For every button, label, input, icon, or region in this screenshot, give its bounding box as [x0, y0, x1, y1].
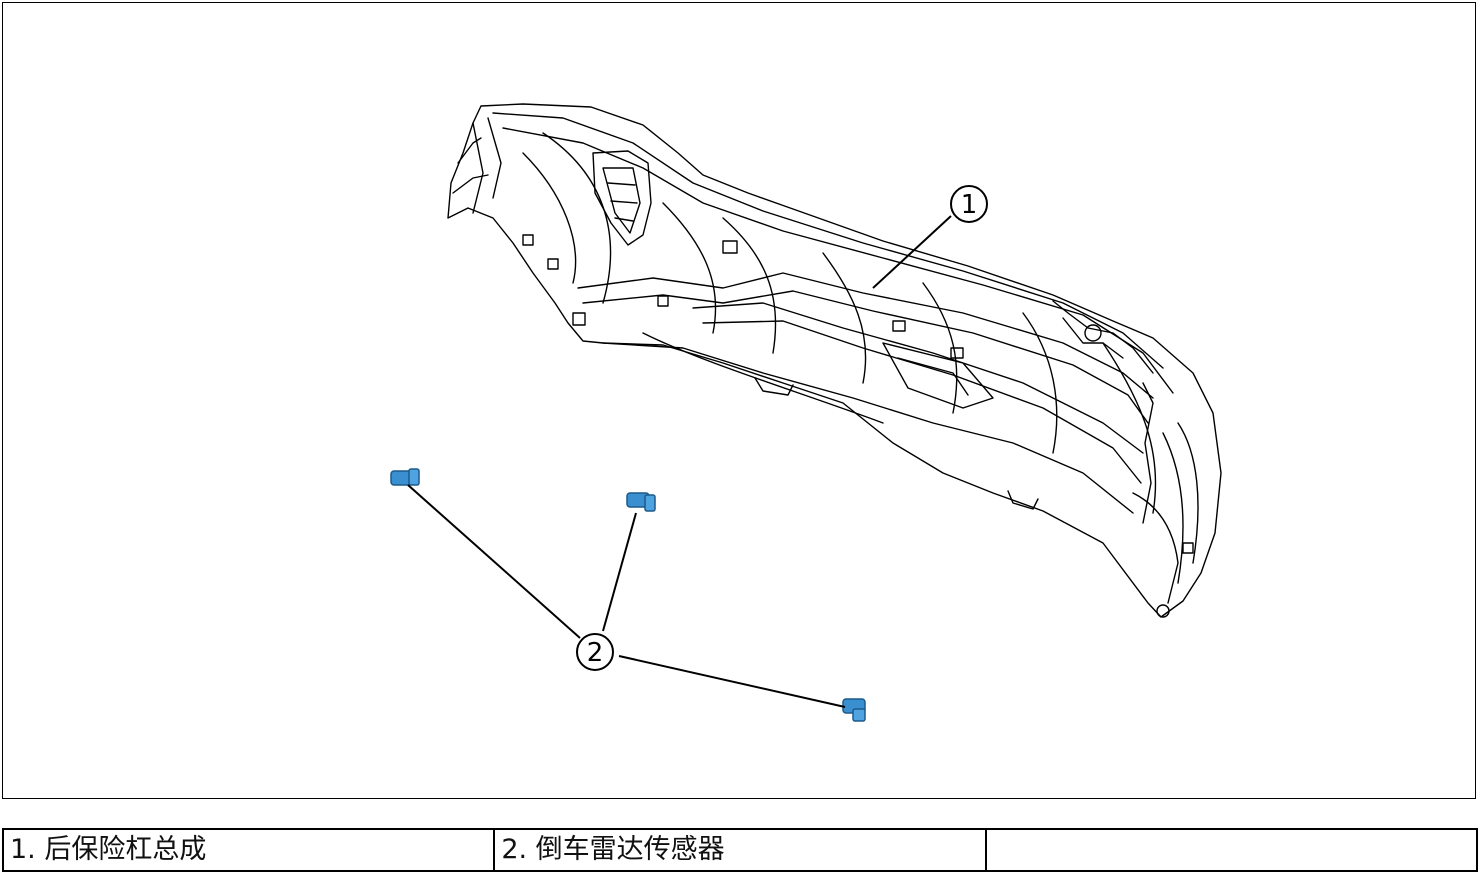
parking-sensor-icon — [626, 492, 656, 512]
callout-2: 2 — [576, 633, 614, 671]
figure-frame: 1 2 — [2, 2, 1476, 799]
callout-1: 1 — [950, 185, 988, 223]
parking-sensor-icon — [390, 468, 420, 486]
sensor-icons — [390, 468, 866, 722]
parking-sensor-icon — [842, 698, 866, 722]
callout-2-number: 2 — [587, 638, 604, 668]
leader-lines — [407, 215, 952, 708]
leader-line-2c — [618, 655, 846, 708]
leader-line-2a — [407, 484, 581, 639]
exploded-view-diagram: 1 2 — [390, 103, 1222, 722]
leader-line-2b — [602, 512, 637, 632]
legend-item-parking-sensor: 2. 倒车雷达传感器 — [493, 828, 987, 872]
leader-line-1 — [872, 215, 952, 289]
legend-item-rear-bumper: 1. 后保险杠总成 — [1, 828, 496, 872]
callout-1-number: 1 — [961, 190, 978, 220]
rear-bumper-drawing — [447, 103, 1222, 618]
callout-1-circle — [950, 185, 988, 223]
legend-row: 1. 后保险杠总成 2. 倒车雷达传感器 — [1, 828, 1479, 872]
parts-legend-table: 1. 后保险杠总成 2. 倒车雷达传感器 — [1, 828, 1479, 872]
callout-2-circle — [576, 633, 614, 671]
legend-item-empty — [984, 828, 1479, 872]
